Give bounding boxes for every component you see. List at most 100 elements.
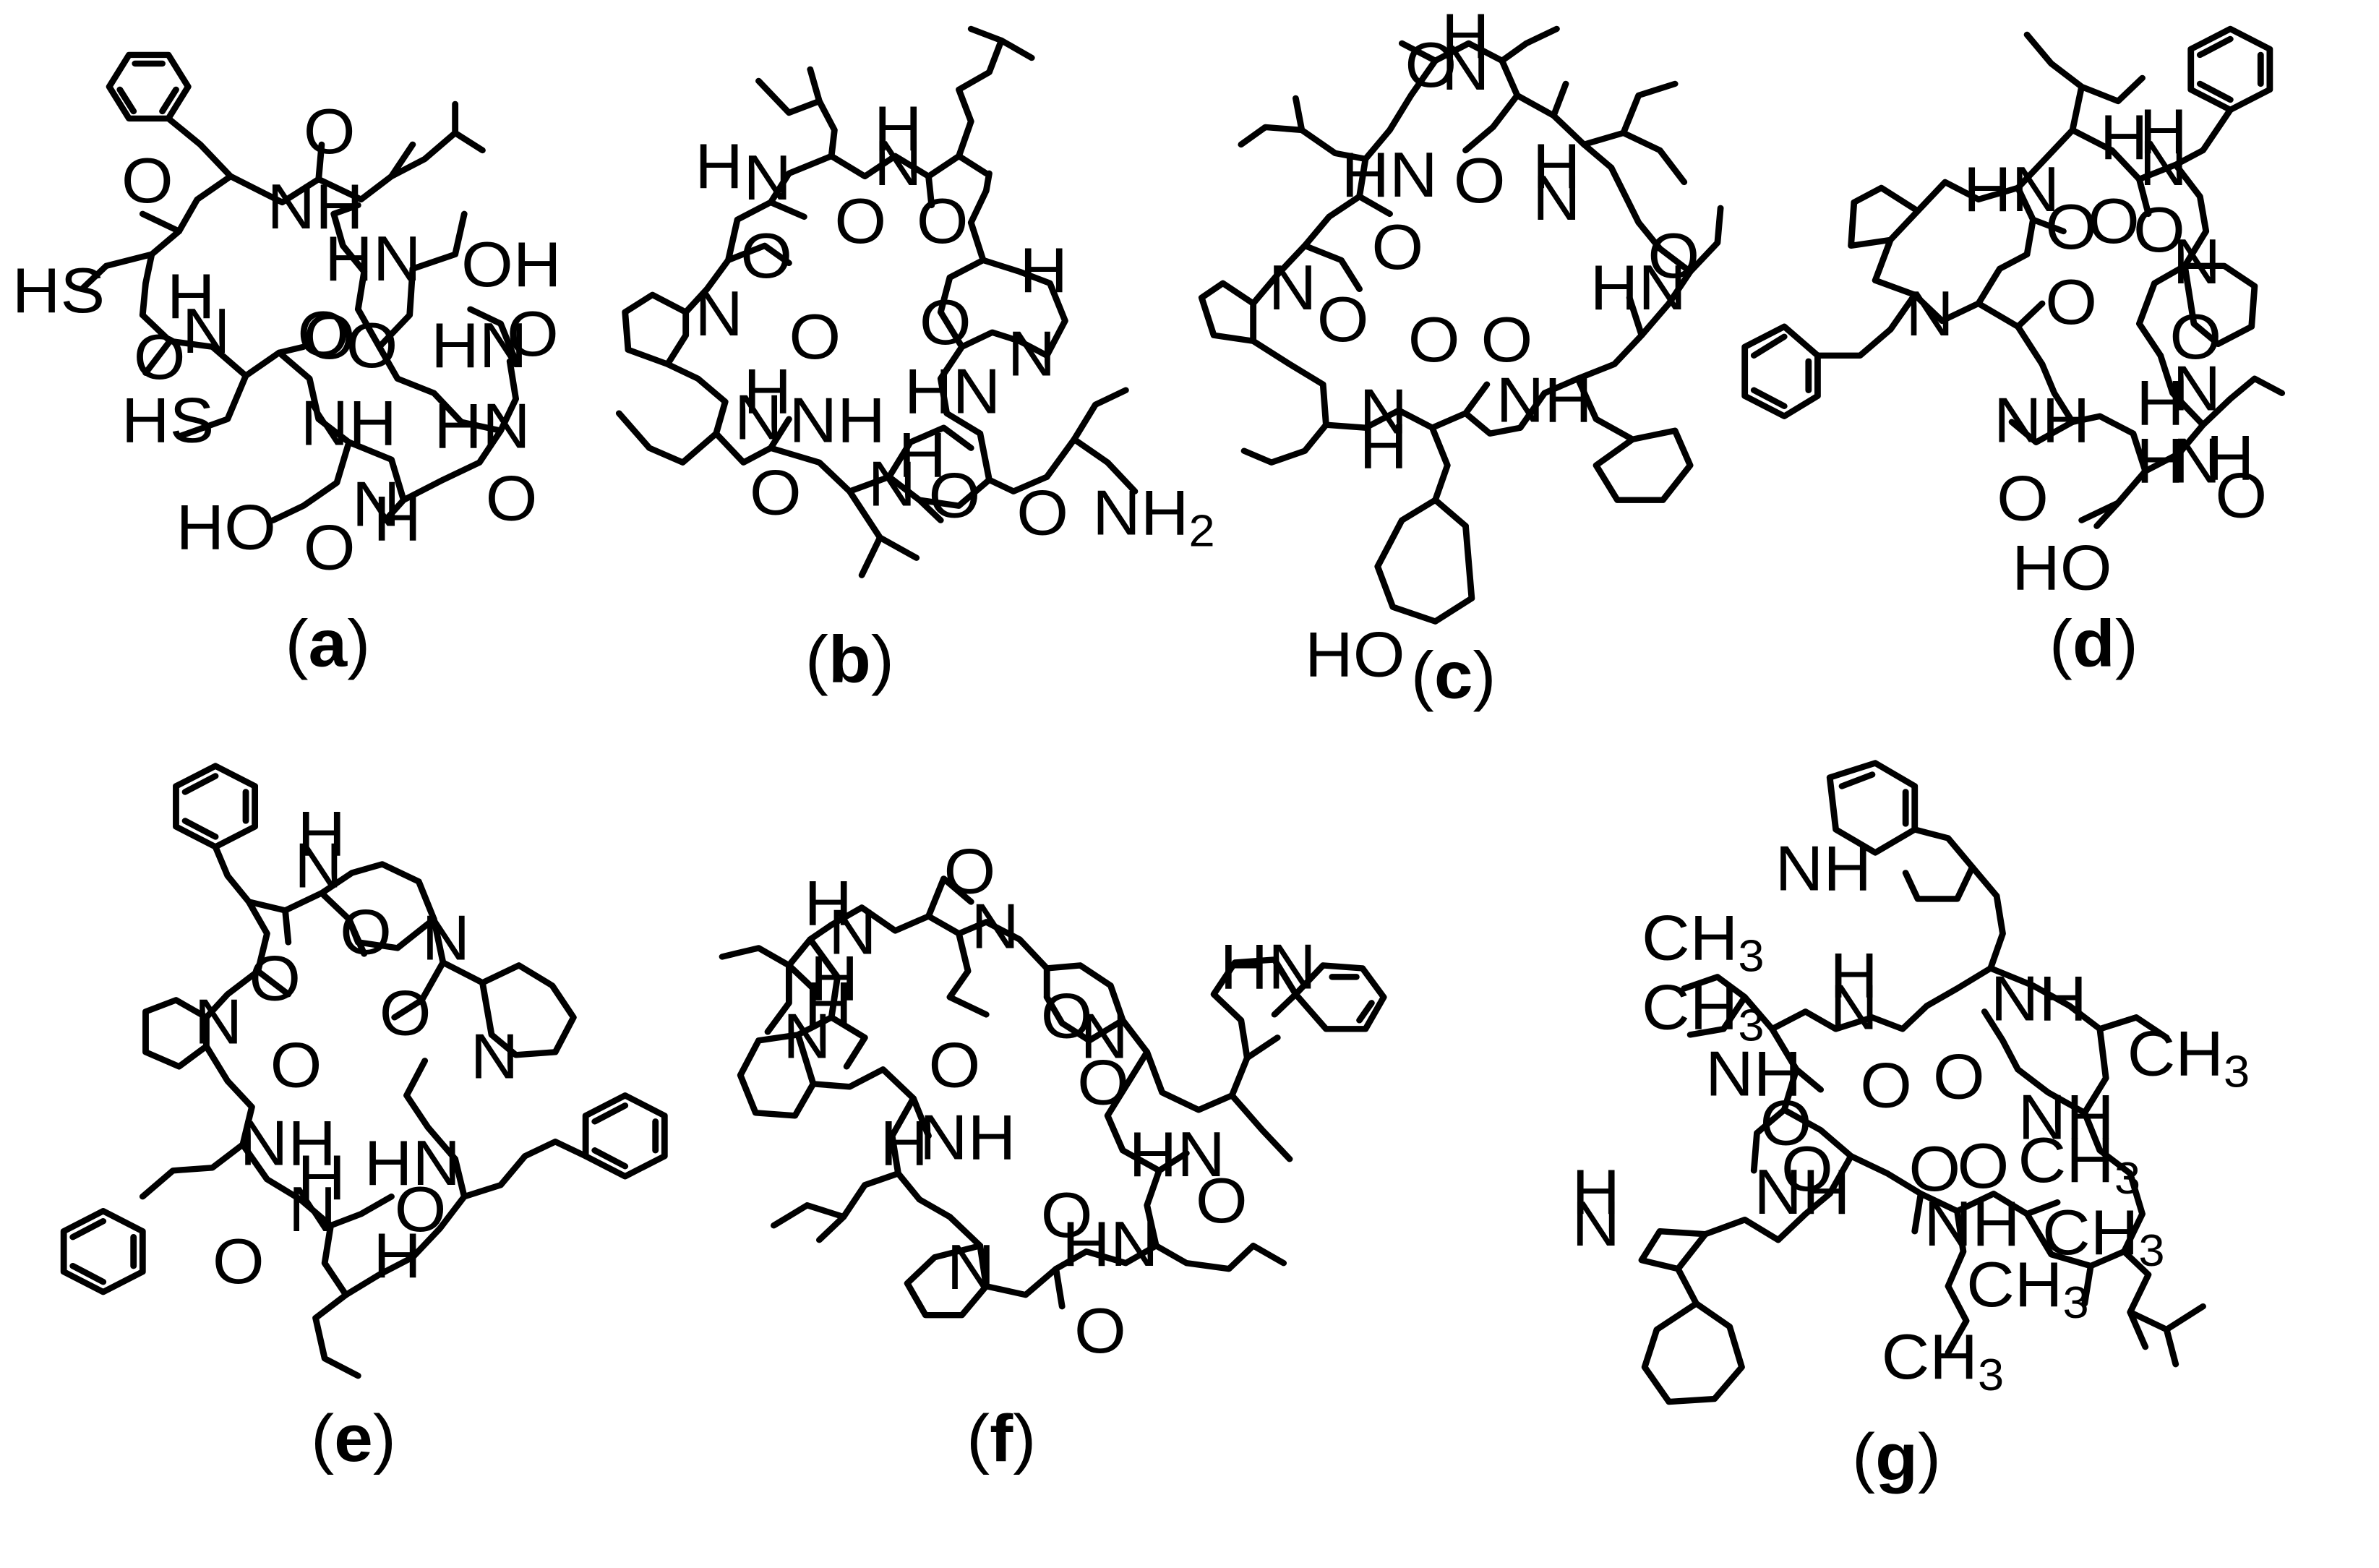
atom-label: O: [2133, 194, 2185, 266]
atom-label: O: [1041, 1180, 1093, 1251]
panel-c-atom-labels: N H HN N H N HN N H NH HO O O O O O O O: [1269, 1, 1700, 690]
atom-label: H: [2136, 368, 2185, 440]
atom-label: O: [789, 301, 841, 373]
atom-label: H: [1360, 411, 1408, 483]
atom-label: N: [182, 296, 231, 367]
atom-label: N: [874, 128, 922, 200]
atom-label: O: [1908, 1134, 1960, 1205]
atom-label: O: [304, 96, 356, 168]
atom-label: O: [304, 301, 356, 373]
atom-label: NH: [2018, 1081, 2114, 1153]
atom-label: O: [380, 977, 432, 1049]
atom-label: N: [1080, 1001, 1128, 1072]
atom-label: NH: [1754, 1157, 1850, 1228]
atom-label: N: [471, 1021, 519, 1092]
atom-label: H: [1441, 1, 1490, 72]
atom-label: O: [1041, 980, 1093, 1052]
atom-label: H: [810, 943, 859, 1014]
atom-label: N: [288, 1174, 337, 1246]
atom-label: O: [1958, 1131, 2010, 1202]
atom-label: CH3: [1642, 972, 1765, 1050]
atom-label: H: [2136, 426, 2185, 497]
atom-label: N: [1441, 33, 1490, 104]
atom-label: HO: [176, 492, 276, 564]
atom-label: H: [2139, 96, 2187, 168]
atom-label: HS: [121, 385, 214, 457]
atom-label: CH3: [1882, 1321, 2005, 1400]
atom-label: CH3: [2042, 1197, 2165, 1276]
atom-label: O: [1647, 220, 1699, 292]
atom-label: N: [1906, 278, 1954, 350]
atom-label: N: [971, 891, 1019, 962]
atom-label: H: [880, 1108, 928, 1179]
atom-label: O: [750, 458, 802, 529]
atom-label: H: [297, 1142, 346, 1214]
atom-label: N: [743, 142, 792, 214]
atom-label: NH: [1705, 1038, 1801, 1110]
atom-label: O: [928, 1029, 980, 1101]
panel-a-caption: (a): [285, 607, 370, 680]
atom-label: NH: [920, 1102, 1016, 1173]
atom-label: NH2: [1092, 478, 1215, 557]
atom-label: O: [486, 463, 538, 535]
atom-label: H: [804, 969, 852, 1040]
panel-f-atom-labels: H N H N HN N N H NH HN N HN H O O O O O …: [783, 836, 1316, 1366]
atom-label: H: [695, 131, 743, 202]
atom-label: NH: [1496, 365, 1592, 437]
atom-label: N: [828, 896, 877, 968]
atom-label: N: [1572, 1188, 1620, 1260]
atom-label: O: [1480, 304, 1533, 376]
atom-label: HN: [1963, 154, 2059, 226]
panel-c-bonds: [1198, 25, 1724, 625]
panel-d: H HN N H N N NH N H H N H HO O O O O O O…: [1741, 25, 2286, 680]
atom-label: O: [297, 299, 349, 370]
atom-label: HN: [1062, 1209, 1158, 1280]
panel-f: H N H N HN N N H NH HN N HN H O O O O O …: [719, 836, 1387, 1475]
atom-label: O: [2045, 267, 2097, 338]
atom-label: N: [421, 902, 470, 974]
atom-label: H: [1572, 1157, 1620, 1228]
atom-label: O: [917, 186, 969, 257]
atom-label: HO: [1305, 620, 1405, 691]
atom-label: CH3: [1966, 1249, 2089, 1328]
atom-label: N: [947, 1232, 995, 1303]
atom-label: N: [2173, 226, 2221, 298]
atom-label: O: [834, 186, 886, 257]
atom-label: CH3: [2127, 1018, 2250, 1097]
atom-label: NH: [1994, 385, 2090, 457]
atom-label: HN: [904, 356, 1000, 428]
atom-label: H: [874, 93, 922, 165]
atom-label: O: [1016, 478, 1068, 549]
atom-label: N: [2139, 128, 2187, 200]
atom-label: N: [868, 449, 917, 520]
atom-label: H: [297, 798, 346, 870]
atom-label: O: [2215, 460, 2267, 532]
panel-e: H N N N N NH N H HN H O O O O O O (e): [60, 763, 668, 1475]
atom-label: H: [1830, 940, 1878, 1011]
atom-label: N: [2173, 426, 2221, 497]
atom-label: N: [1533, 163, 1581, 234]
atom-label: O: [134, 322, 186, 393]
atom-label: HN: [364, 1128, 460, 1199]
atom-label: N: [1830, 972, 1878, 1043]
atom-label: H: [373, 1220, 421, 1292]
atom-label: O: [213, 1226, 265, 1298]
atom-label: N: [294, 830, 343, 901]
panel-d-atom-labels: H HN N H N N NH N H H N H HO O O O O O O…: [1906, 96, 2267, 604]
atom-label: OH: [461, 229, 562, 301]
atom-label: O: [507, 299, 559, 370]
atom-label: O: [1454, 145, 1506, 217]
atom-label: O: [304, 513, 356, 584]
atom-label: HN: [1219, 931, 1316, 1003]
atom-label: NH: [301, 388, 397, 460]
atom-label: O: [1077, 1047, 1129, 1118]
atom-label: O: [1933, 1041, 1985, 1113]
atom-label: N: [194, 986, 243, 1058]
panel-d-caption: (d): [2049, 607, 2138, 680]
atom-label: O: [1760, 1087, 1812, 1159]
atom-label: O: [920, 287, 972, 359]
atom-label: O: [928, 460, 980, 532]
panel-e-bonds: [60, 763, 668, 1379]
atom-label: NH: [267, 171, 363, 243]
